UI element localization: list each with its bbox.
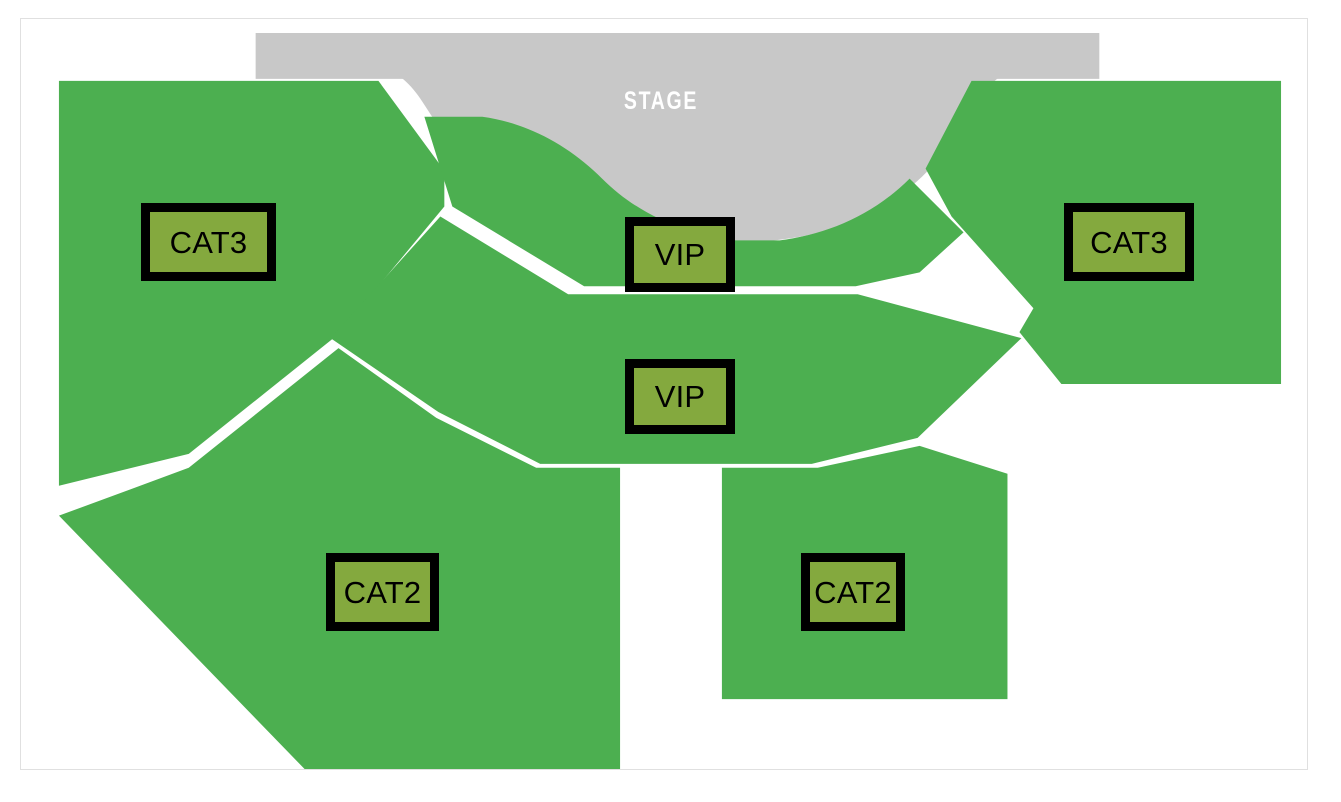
section-label-cat2-left[interactable]: CAT2 (326, 553, 439, 631)
map-frame: STAGE CAT3 CAT3 VIP VIP CAT2 CAT2 (20, 18, 1308, 770)
section-label-vip-upper[interactable]: VIP (625, 217, 735, 292)
section-label-text: CAT3 (169, 224, 248, 260)
section-label-text: CAT2 (814, 574, 892, 610)
section-label-cat3-left[interactable]: CAT3 (141, 203, 276, 281)
section-shape-cat3-left[interactable] (58, 80, 445, 486)
section-shape-vip-upper-tier[interactable] (424, 116, 964, 287)
stage-label: STAGE (623, 87, 699, 115)
section-label-text: VIP (654, 379, 706, 414)
section-label-text: CAT3 (1090, 224, 1168, 260)
section-label-cat2-right[interactable]: CAT2 (801, 553, 905, 631)
section-label-vip-lower[interactable]: VIP (625, 359, 735, 434)
section-label-text: CAT2 (343, 574, 422, 610)
section-shape-vip-lower-tier[interactable] (330, 216, 1022, 464)
section-label-text: VIP (654, 237, 706, 272)
section-label-cat3-right[interactable]: CAT3 (1064, 203, 1194, 281)
